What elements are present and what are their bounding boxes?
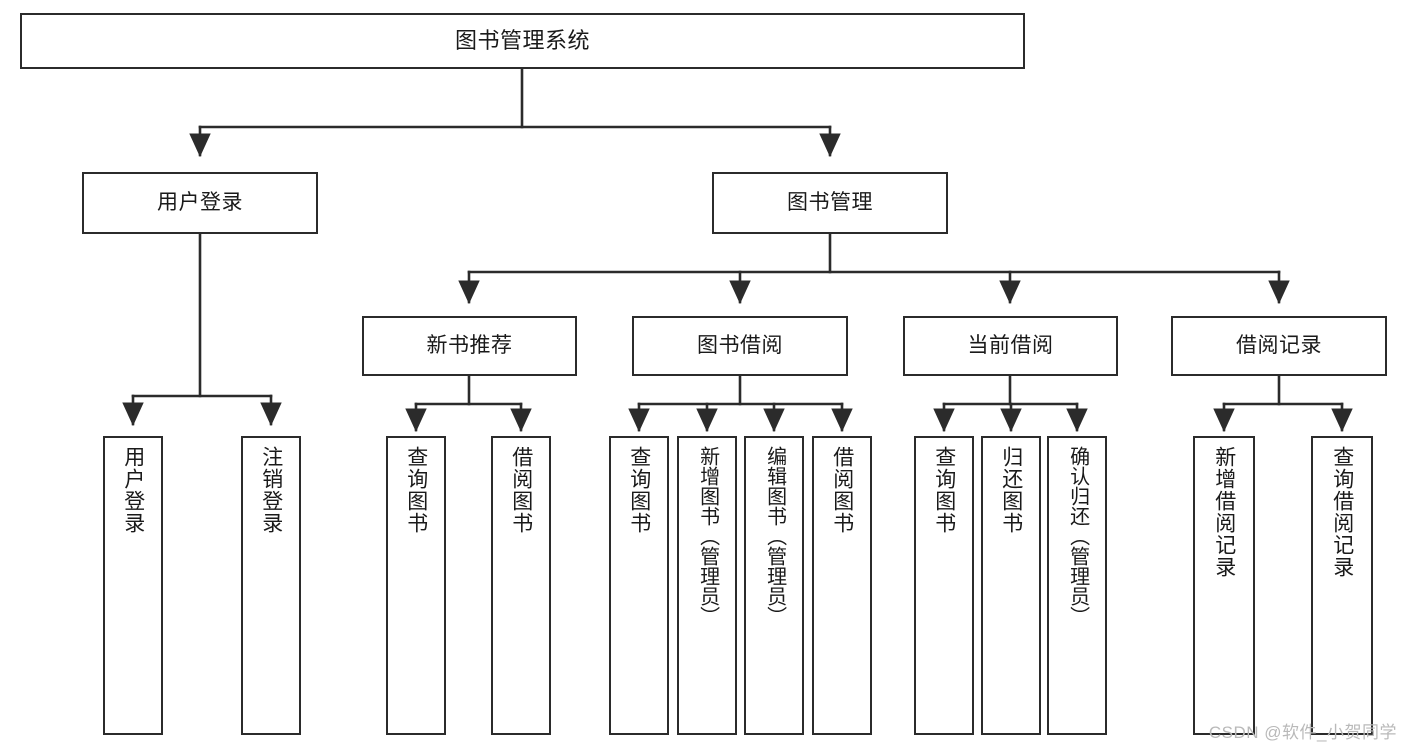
node-root-system[interactable]: 图书管理系统 [20, 13, 1025, 69]
node-label: 查询图书 [627, 446, 651, 534]
leaf-new-book-query[interactable]: 查询图书 [386, 436, 446, 735]
leaf-record-query-record[interactable]: 查询借阅记录 [1311, 436, 1373, 735]
node-label: 新增图书（管理员） [696, 446, 719, 626]
node-label: 借阅图书 [509, 446, 533, 534]
leaf-borrow-query-book[interactable]: 查询图书 [609, 436, 669, 735]
node-current-borrow[interactable]: 当前借阅 [903, 316, 1118, 376]
node-label: 借阅记录 [1236, 333, 1322, 357]
leaf-current-confirm-return-admin[interactable]: 确认归还（管理员） [1047, 436, 1107, 735]
leaf-record-add-record[interactable]: 新增借阅记录 [1193, 436, 1255, 735]
node-book-management[interactable]: 图书管理 [712, 172, 948, 234]
node-label: 查询借阅记录 [1330, 446, 1354, 578]
leaf-user-login-logout[interactable]: 注销登录 [241, 436, 301, 735]
node-borrow-record[interactable]: 借阅记录 [1171, 316, 1387, 376]
node-label: 图书管理 [787, 190, 873, 214]
node-label: 借阅图书 [830, 446, 854, 534]
node-label: 归还图书 [999, 446, 1023, 534]
node-label: 图书借阅 [697, 333, 783, 357]
node-label: 确认归还（管理员） [1066, 446, 1089, 626]
leaf-user-login-login[interactable]: 用户登录 [103, 436, 163, 735]
csdn-watermark: CSDN @软件_小贺同学 [1208, 723, 1397, 742]
node-label: 新书推荐 [426, 333, 513, 357]
node-user-login[interactable]: 用户登录 [82, 172, 318, 234]
leaf-borrow-borrow-book[interactable]: 借阅图书 [812, 436, 872, 735]
node-label: 当前借阅 [967, 333, 1054, 357]
node-label: 查询图书 [404, 446, 428, 534]
node-label: 新增借阅记录 [1212, 446, 1236, 578]
leaf-borrow-edit-book-admin[interactable]: 编辑图书（管理员） [744, 436, 804, 735]
leaf-current-return-book[interactable]: 归还图书 [981, 436, 1041, 735]
leaf-current-query-book[interactable]: 查询图书 [914, 436, 974, 735]
leaf-new-book-borrow[interactable]: 借阅图书 [491, 436, 551, 735]
leaf-borrow-add-book-admin[interactable]: 新增图书（管理员） [677, 436, 737, 735]
node-label: 图书管理系统 [454, 28, 590, 54]
node-label: 查询图书 [932, 446, 956, 534]
node-label: 用户登录 [157, 190, 243, 214]
node-new-book-recommend[interactable]: 新书推荐 [362, 316, 577, 376]
node-label: 注销登录 [259, 446, 283, 534]
node-label: 编辑图书（管理员） [763, 446, 786, 626]
node-book-borrow[interactable]: 图书借阅 [632, 316, 848, 376]
node-label: 用户登录 [121, 446, 145, 534]
